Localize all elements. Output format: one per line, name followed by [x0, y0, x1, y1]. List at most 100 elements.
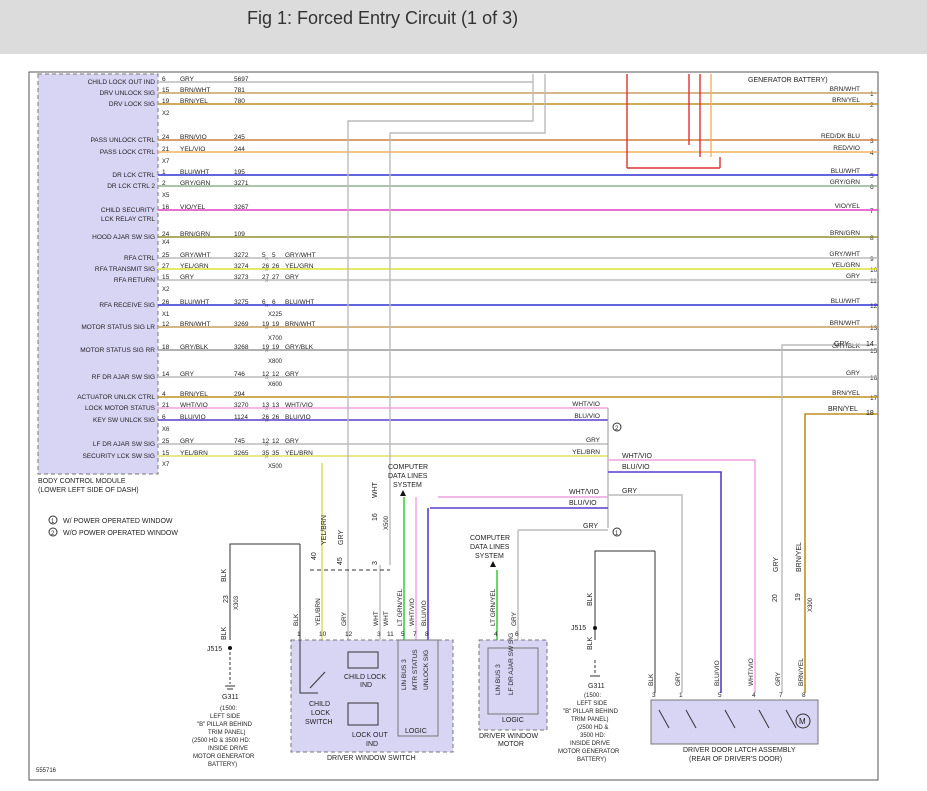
bcm-row-label: CHILD LOCK OUT IND — [88, 79, 156, 86]
inline-pin-b: 27 — [272, 274, 280, 281]
g2-g311: G311 — [588, 683, 605, 690]
wire-number: 10 — [870, 267, 878, 274]
inline-pin-b: 19 — [272, 344, 280, 351]
switch-pin: 11 — [387, 631, 394, 638]
inline-connector: X225 — [268, 312, 283, 318]
switch-wire: LT GRN/YEL — [397, 588, 404, 626]
wire-right-label: RED/VIO — [833, 145, 860, 152]
bcm-row-label: PASS UNLOCK CTRL — [90, 137, 155, 144]
latch-x300: X300 — [808, 597, 814, 612]
ground-l3: "B" PILLAR BEHIND — [197, 722, 253, 728]
cdl-line3: SYSTEM — [393, 482, 422, 489]
latch-p19: 19 — [795, 593, 802, 601]
bcm-row-color: BLU/WHT — [180, 299, 209, 306]
switch-name: DRIVER WINDOW SWITCH — [327, 755, 416, 762]
latch-pin: 7 — [779, 692, 783, 699]
switch-wire: WHT — [383, 611, 390, 626]
wire-right-label: GRY — [846, 370, 861, 377]
inline-pin-b: 12 — [272, 371, 280, 378]
g2-l6: 3500 HD: — [580, 733, 606, 739]
motor-sig: LIN BUS 3 — [495, 664, 502, 695]
ground-blk: BLK — [221, 568, 228, 582]
bcm-row-label: LCK RELAY CTRL — [101, 216, 155, 223]
note1-text: W/ POWER OPERATED WINDOW — [63, 518, 173, 525]
wire-right-label: BLU/WHT — [831, 168, 860, 175]
mid-g: GRY — [583, 523, 598, 530]
inline-color: GRY — [285, 438, 300, 445]
inline-color: WHT/VIO — [285, 402, 313, 409]
g2-l9: BATTERY) — [577, 757, 606, 763]
switch-sig: UNLOCK SIG — [423, 650, 430, 690]
switch-pin: 10 — [319, 631, 327, 638]
inline-pin-b: 19 — [272, 321, 280, 328]
inline-pin-a: 5 — [262, 252, 266, 259]
bcm-row-color: GRY/BLK — [180, 344, 209, 351]
bcm-row-circuit: 3268 — [234, 344, 249, 351]
switch-wire: YEL/BRN — [315, 598, 322, 626]
inline-pin-a: 26 — [262, 263, 270, 270]
latch-switch — [785, 709, 797, 729]
bcm-connector: X7 — [162, 159, 170, 165]
wire-number: 1 — [870, 91, 874, 98]
ground-l6: INSIDE DRIVE — [208, 746, 248, 752]
latch-switch — [758, 709, 770, 729]
bcm-row-pin: 15 — [162, 450, 170, 457]
bcm-row-color: YEL/BRN — [180, 450, 208, 457]
bcm-row-color: BLU/VIO — [180, 414, 206, 421]
switch-wire: WHT — [373, 611, 380, 626]
bcm-row-pin: 4 — [162, 391, 166, 398]
latch-pin: 1 — [679, 692, 683, 699]
bcm-row-pin: 21 — [162, 402, 170, 409]
bcm-row-color: BRN/YEL — [180, 98, 208, 105]
g2-blk2: BLK — [587, 636, 594, 650]
inline-pin-a: 26 — [262, 414, 270, 421]
inline-pin-a: 19 — [262, 344, 270, 351]
switch-cl3: SWITCH — [305, 719, 333, 726]
wire-right-label: GRY/GRN — [830, 179, 861, 186]
inline-pin-a: 27 — [262, 274, 270, 281]
latch-wire: BLU/VIO — [714, 660, 721, 686]
inline-pin-b: 26 — [272, 414, 280, 421]
switch-pin: 1 — [297, 631, 301, 638]
right-num14: 14 — [866, 341, 874, 348]
wire-right-label: WHT/VIO — [572, 401, 600, 408]
gen-battery-note: GENERATOR BATTERY) — [748, 77, 828, 84]
ground-l8: BATTERY) — [208, 762, 237, 768]
bcm-row-circuit: 3271 — [234, 180, 249, 187]
bcm-row-color: YEL/VIO — [180, 146, 205, 153]
bcm-row-label: RFA CTRL — [124, 255, 155, 262]
inline-connector: X500 — [268, 464, 283, 470]
wire-right-label: RED/DK BLU — [821, 133, 860, 140]
bcm-row-color: BLU/WHT — [180, 169, 209, 176]
latch-p20: 20 — [772, 594, 779, 602]
switch-sig: MTR STATUS — [412, 649, 419, 690]
bcm-row-circuit: 294 — [234, 391, 245, 398]
inline-color: GRY/BLK — [285, 344, 314, 351]
wire-number: 9 — [870, 256, 874, 263]
window-motor-box — [478, 639, 548, 731]
bcm-row-label: RF DR AJAR SW SIG — [92, 374, 155, 381]
bcm-row-pin: 2 — [162, 180, 166, 187]
bcm-row-pin: 16 — [162, 204, 170, 211]
bcm-row-color: BRN/VIO — [180, 134, 207, 141]
bcm-row-circuit: 3265 — [234, 450, 249, 457]
wire-right-label: YEL/BRN — [572, 449, 600, 456]
bcm-row-circuit: 3274 — [234, 263, 249, 270]
ground-l5: (2500 HD & 3500 HD: — [192, 738, 251, 744]
inline-color: YEL/GRN — [285, 263, 314, 270]
g2-l2: LEFT SIDE — [577, 701, 607, 707]
g2-j515: J515 — [571, 625, 586, 632]
ground-x303: X303 — [234, 595, 240, 610]
mid-bv: BLU/VIO — [569, 500, 597, 507]
bcm-row-circuit: 780 — [234, 98, 245, 105]
bcm-row-label: DRV UNLOCK SIG — [99, 90, 155, 97]
bcm-row-color: BRN/GRN — [180, 231, 210, 238]
window-switch-box — [290, 639, 454, 753]
inline-connector: X700 — [268, 336, 283, 342]
bcm-row-circuit: 745 — [234, 438, 245, 445]
bcm-row-circuit: 109 — [234, 231, 245, 238]
x500-mid: X500 — [384, 515, 390, 530]
